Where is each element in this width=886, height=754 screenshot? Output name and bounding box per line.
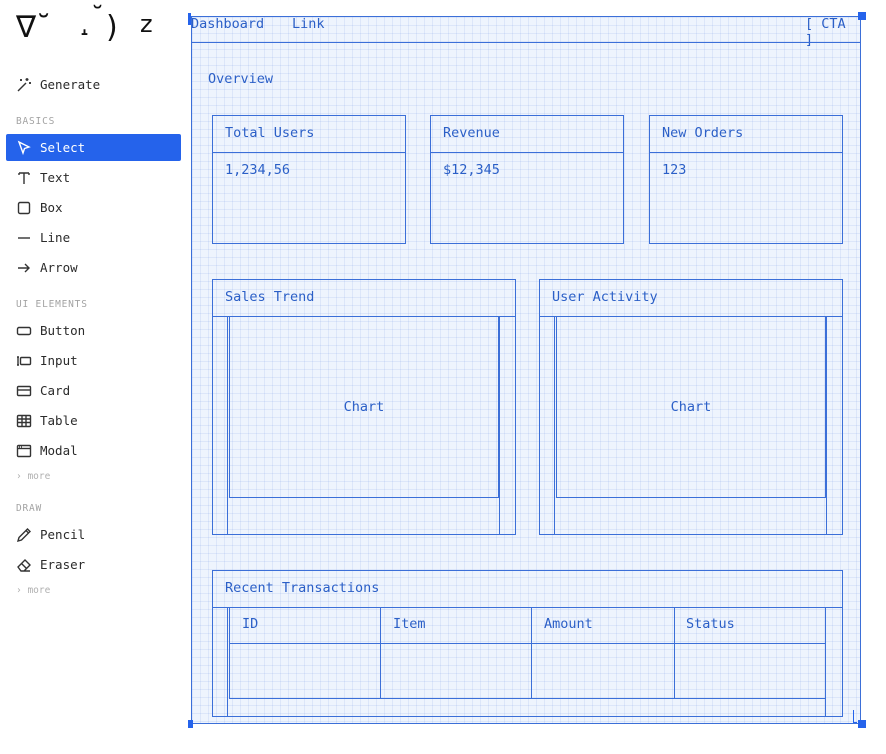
square-icon: [16, 200, 32, 216]
stat-card-total-users: Total Users 1,234,56: [212, 115, 406, 244]
card-header-divider: [212, 152, 406, 153]
canvas-frame[interactable]: Dashboard Link [ CTA ] Overview Total Us…: [191, 16, 861, 724]
pencil-icon: [16, 527, 32, 543]
selection-handle-top-right[interactable]: [858, 12, 866, 20]
tool-label: Box: [40, 200, 63, 215]
app-logo: ∇˘ ˘ ˔ ) z: [16, 2, 166, 52]
stat-card-value: 1,234,56: [225, 162, 291, 178]
transactions-title: Recent Transactions: [225, 580, 380, 596]
section-basics-title: BASICS: [16, 116, 56, 127]
selection-handle-bottom-right[interactable]: [858, 720, 866, 728]
modal-icon: [16, 443, 32, 459]
tool-label: Eraser: [40, 557, 86, 572]
card-header-divider: [649, 152, 843, 153]
tool-label: Button: [40, 323, 86, 338]
magic-wand-icon: [16, 77, 32, 93]
section-ui-elements-title: UI ELEMENTS: [16, 299, 88, 310]
eraser-icon: [16, 557, 32, 573]
table-header-amount[interactable]: Amount: [544, 616, 593, 632]
tool-label: Line: [40, 230, 71, 245]
table-header-divider: [229, 643, 826, 644]
table-guide-line: [227, 607, 228, 716]
tool-pencil[interactable]: Pencil: [6, 521, 181, 548]
input-icon: [16, 353, 32, 369]
table-header-id[interactable]: ID: [242, 616, 259, 632]
chart-placeholder: Chart: [556, 316, 826, 498]
table-column-divider: [674, 607, 675, 699]
ui-elements-more-link[interactable]: › more: [16, 471, 51, 482]
tool-label: Pencil: [40, 527, 86, 542]
draw-more-link[interactable]: › more: [16, 585, 51, 596]
tool-label: Select: [40, 140, 86, 155]
stat-card-revenue: Revenue $12,345: [430, 115, 624, 244]
nav-cta-button[interactable]: [ CTA ]: [805, 16, 846, 48]
tool-input[interactable]: Input: [6, 347, 181, 374]
tool-generate[interactable]: Generate: [6, 71, 181, 98]
tool-box[interactable]: Box: [6, 194, 181, 221]
stat-card-title: New Orders: [662, 125, 744, 141]
chart-guide-line: [826, 316, 827, 534]
table-header-status[interactable]: Status: [686, 616, 735, 632]
tool-label: Card: [40, 383, 71, 398]
tool-card[interactable]: Card: [6, 377, 181, 404]
chart-card-user-activity: User Activity Chart: [539, 279, 843, 535]
nav-brand: Dashboard: [191, 16, 265, 32]
tool-arrow[interactable]: Arrow: [6, 254, 181, 281]
selection-handle-bottom-left[interactable]: [188, 720, 193, 728]
tool-label: Text: [40, 170, 71, 185]
table-icon: [16, 413, 32, 429]
tool-text[interactable]: Text: [6, 164, 181, 191]
card-header-divider: [430, 152, 624, 153]
table-header-item[interactable]: Item: [393, 616, 426, 632]
table-column-divider: [380, 607, 381, 699]
tool-modal[interactable]: Modal: [6, 437, 181, 464]
tool-label: Input: [40, 353, 78, 368]
chart-card-title: Sales Trend: [225, 289, 315, 305]
selection-handle-top-left[interactable]: [188, 13, 191, 25]
stat-card-value: $12,345: [443, 162, 500, 178]
chart-card-title: User Activity: [552, 289, 658, 305]
line-icon: [16, 230, 32, 246]
chart-guide-line: [554, 316, 555, 534]
tool-eraser[interactable]: Eraser: [6, 551, 181, 578]
transactions-card: Recent Transactions ID Item Amount Statu…: [212, 570, 843, 717]
chart-card-sales-trend: Sales Trend Chart: [212, 279, 516, 535]
button-icon: [16, 323, 32, 339]
transactions-table: ID Item Amount Status: [229, 607, 826, 699]
arrow-right-icon: [16, 260, 32, 276]
logo-glyph: ˘: [91, 2, 104, 32]
table-column-divider: [531, 607, 532, 699]
tool-label: Modal: [40, 443, 78, 458]
chart-placeholder-label: Chart: [343, 399, 385, 415]
text-t-icon: [16, 170, 32, 186]
chart-placeholder-label: Chart: [670, 399, 712, 415]
stat-card-value: 123: [662, 162, 687, 178]
tool-label: Generate: [40, 77, 101, 92]
chart-guide-line: [227, 316, 228, 534]
page-title: Overview: [208, 71, 274, 87]
tool-line[interactable]: Line: [6, 224, 181, 251]
cursor-arrow-icon: [16, 140, 32, 156]
tool-sidebar: ∇˘ ˘ ˔ ) z Generate BASICS Select Text B…: [0, 0, 188, 754]
logo-glyph: ): [106, 10, 118, 45]
tool-table[interactable]: Table: [6, 407, 181, 434]
chart-placeholder: Chart: [229, 316, 499, 498]
nav-divider: [192, 42, 860, 43]
section-draw-title: DRAW: [16, 503, 43, 514]
card-icon: [16, 383, 32, 399]
stat-card-new-orders: New Orders 123: [649, 115, 843, 244]
tool-select[interactable]: Select: [6, 134, 181, 161]
chart-guide-line: [499, 316, 500, 534]
nav-link[interactable]: Link: [292, 16, 325, 32]
tool-button[interactable]: Button: [6, 317, 181, 344]
tool-label: Table: [40, 413, 78, 428]
logo-glyph: ˔: [78, 18, 91, 48]
logo-glyph: ∇˘: [16, 10, 52, 45]
logo-glyph: z: [140, 10, 153, 38]
tool-label: Arrow: [40, 260, 78, 275]
stat-card-title: Revenue: [443, 125, 500, 141]
resize-grip[interactable]: [853, 710, 857, 723]
stat-card-title: Total Users: [225, 125, 315, 141]
